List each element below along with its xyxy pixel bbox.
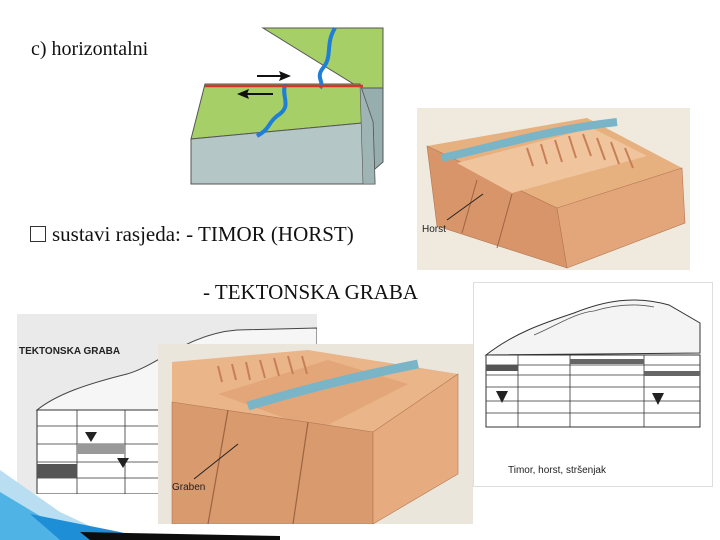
checkbox-bullet-icon — [30, 226, 46, 242]
graben-line: - TEKTONSKA GRABA — [203, 280, 419, 304]
bullet-item: sustavi rasjeda: - TIMOR (HORST) — [30, 222, 354, 247]
horst-sketch-caption: Timor, horst, stršenjak — [508, 465, 607, 476]
bullet-text: sustavi rasjeda: - TIMOR (HORST) — [52, 222, 354, 246]
horst-photo: Horst — [417, 108, 690, 270]
slide-corner-decoration — [0, 470, 280, 540]
horst-label: Horst — [422, 224, 446, 235]
graben-label: Graben — [172, 482, 205, 493]
strike-slip-fault-diagram — [190, 26, 384, 185]
graben-photo: Graben — [158, 344, 473, 524]
horst-sketch: Timor, horst, stršenjak — [473, 282, 713, 487]
graben-sketch-title: TEKTONSKA GRABA — [19, 346, 120, 357]
slide-title: c) horizontalni — [31, 38, 149, 60]
